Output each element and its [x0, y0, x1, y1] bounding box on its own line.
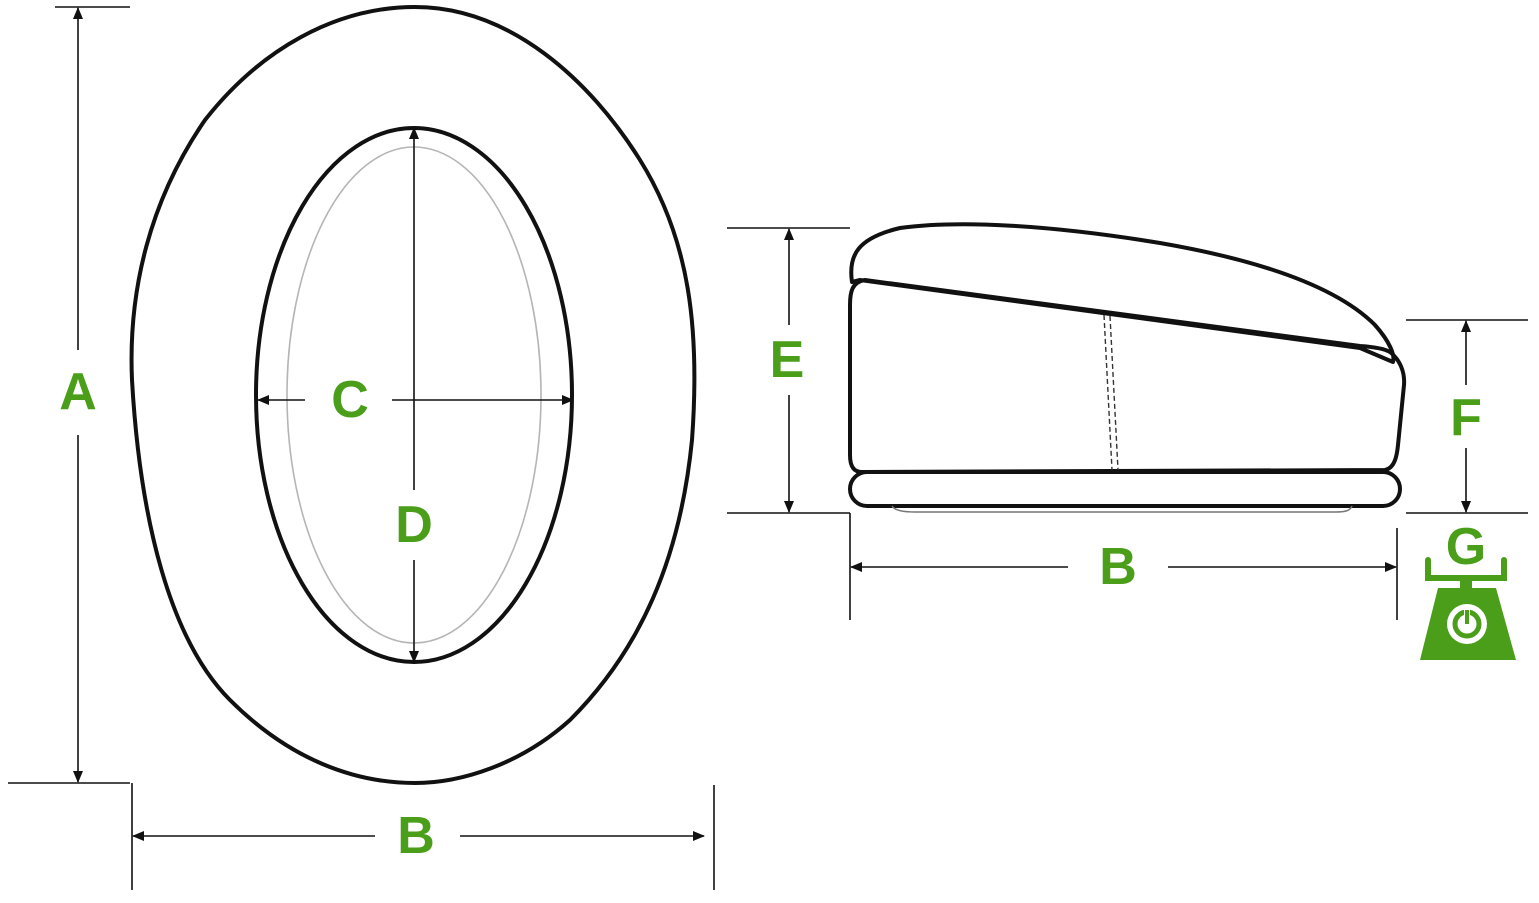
side-view	[848, 222, 1407, 513]
earpad-base-plate	[891, 505, 1353, 513]
dimension-a: A	[8, 6, 130, 784]
dimension-e-label: E	[770, 331, 805, 389]
earpad-top-cushion	[849, 222, 1396, 364]
earpad-stitch-line-1	[1103, 314, 1113, 471]
dimension-d-label: D	[395, 496, 433, 554]
dimension-b-side-label: B	[1099, 538, 1137, 596]
dimension-c: C	[257, 371, 574, 429]
front-view	[129, 5, 697, 785]
dimension-a-label: A	[59, 363, 97, 421]
earpad-base-ring	[848, 470, 1402, 508]
earpad-outer-outline	[129, 5, 697, 785]
dimension-f: F	[1406, 319, 1528, 514]
dimension-b-front: B	[131, 783, 715, 890]
scale-weight-icon	[1420, 557, 1516, 660]
dimension-f-label: F	[1450, 389, 1482, 447]
earpad-side-body	[848, 278, 1407, 474]
dimension-d: D	[395, 127, 433, 663]
dimension-e: E	[727, 227, 850, 514]
earpad-stitch-line-2	[1109, 315, 1119, 471]
dimension-b-front-label: B	[397, 807, 435, 865]
dimension-c-label: C	[331, 371, 369, 429]
weight-g: G	[1420, 518, 1516, 660]
dimension-b-side: B	[849, 513, 1398, 620]
weight-g-label: G	[1446, 518, 1486, 576]
